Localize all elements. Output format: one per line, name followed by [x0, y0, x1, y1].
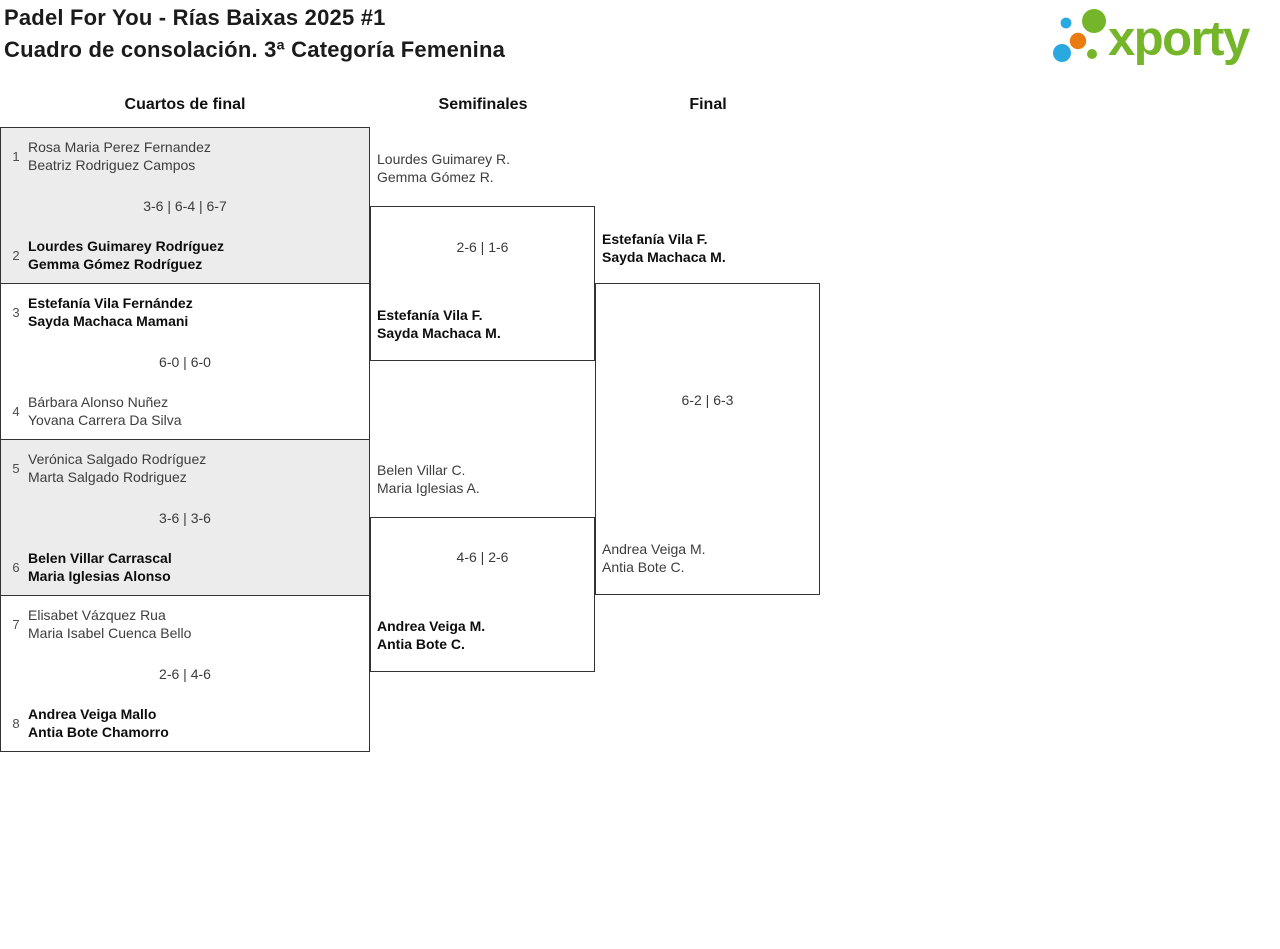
match-box-sf-2	[370, 517, 595, 672]
match-score: 3-6 | 6-4 | 6-7	[143, 197, 227, 214]
match-score: 2-6 | 4-6	[159, 665, 211, 682]
logo-wordmark: xporty	[1108, 12, 1250, 66]
team-slot: 8 Andrea Veiga Mallo Antia Bote Chamorro	[9, 705, 361, 741]
player-name: Lourdes Guimarey Rodríguez	[28, 238, 225, 254]
team-label: Lourdes Guimarey R. Gemma Gómez R.	[377, 150, 510, 186]
seed-number: 4	[12, 403, 20, 419]
team-slot: 5 Verónica Salgado Rodríguez Marta Salga…	[9, 450, 361, 486]
team-slot: 6 Belen Villar Carrascal Maria Iglesias …	[9, 549, 361, 585]
team-names: Bárbara Alonso Nuñez Yovana Carrera Da S…	[28, 393, 182, 429]
page-title: Padel For You - Rías Baixas 2025 #1 Cuad…	[4, 2, 505, 66]
player-name: Lourdes Guimarey R.	[377, 151, 511, 167]
team-slot: 3 Estefanía Vila Fernández Sayda Machaca…	[9, 294, 361, 330]
player-name: Estefanía Vila Fernández	[28, 295, 193, 311]
seed-number: 6	[12, 559, 20, 575]
team-slot: 2 Lourdes Guimarey Rodríguez Gemma Gómez…	[9, 237, 361, 273]
team-names: Estefanía Vila Fernández Sayda Machaca M…	[28, 294, 193, 330]
team-label: Andrea Veiga M. Antia Bote C.	[377, 617, 485, 653]
player-name: Sayda Machaca Mamani	[28, 313, 189, 329]
round-header-final: Final	[689, 96, 727, 113]
seed-number: 1	[12, 148, 20, 164]
team-names: Elisabet Vázquez Rua Maria Isabel Cuenca…	[28, 606, 191, 642]
seed-number: 2	[12, 247, 20, 263]
player-name: Beatriz Rodriguez Campos	[28, 157, 196, 173]
team-names: Verónica Salgado Rodríguez Marta Salgado…	[28, 450, 206, 486]
player-name: Estefanía Vila F.	[602, 231, 708, 247]
team-names: Lourdes Guimarey Rodríguez Gemma Gómez R…	[28, 237, 224, 273]
player-name: Belen Villar C.	[377, 462, 466, 478]
player-name: Andrea Veiga Mallo	[28, 706, 157, 722]
player-name: Maria Isabel Cuenca Bello	[28, 625, 192, 641]
match-score: 3-6 | 3-6	[159, 509, 211, 526]
team-names: Belen Villar Carrascal Maria Iglesias Al…	[28, 549, 172, 585]
team-slot: 7 Elisabet Vázquez Rua Maria Isabel Cuen…	[9, 606, 361, 642]
logo-dot-green-small	[1087, 49, 1097, 59]
match-score: 6-0 | 6-0	[159, 353, 211, 370]
player-name: Gemma Gómez R.	[377, 169, 494, 185]
logo-dot-blue-large	[1053, 44, 1071, 62]
match-box-qf-3: 5 Verónica Salgado Rodríguez Marta Salga…	[0, 439, 370, 596]
player-name: Yovana Carrera Da Silva	[28, 412, 182, 428]
seed-number: 7	[12, 616, 20, 632]
team-slot: 4 Bárbara Alonso Nuñez Yovana Carrera Da…	[9, 393, 361, 429]
tournament-title: Padel For You - Rías Baixas 2025 #1	[4, 5, 386, 30]
team-label: Estefanía Vila F. Sayda Machaca M.	[602, 230, 726, 266]
player-name: Verónica Salgado Rodríguez	[28, 451, 207, 467]
player-name: Bárbara Alonso Nuñez	[28, 394, 169, 410]
match-score: 2-6 | 1-6	[456, 239, 509, 255]
player-name: Marta Salgado Rodriguez	[28, 469, 187, 485]
player-name: Maria Iglesias Alonso	[28, 568, 171, 584]
round-header-quarterfinals: Cuartos de final	[124, 96, 246, 113]
round-header-semifinals: Semifinales	[438, 96, 528, 113]
logo-dot-blue-small	[1060, 17, 1072, 29]
player-name: Estefanía Vila F.	[377, 307, 483, 323]
player-name: Antia Bote C.	[377, 636, 465, 652]
logo-dot-orange	[1069, 32, 1087, 50]
player-name: Sayda Machaca M.	[377, 325, 501, 341]
player-name: Rosa Maria Perez Fernandez	[28, 139, 211, 155]
match-box-qf-2: 3 Estefanía Vila Fernández Sayda Machaca…	[0, 283, 370, 440]
player-name: Maria Iglesias A.	[377, 480, 480, 496]
player-name: Andrea Veiga M.	[377, 618, 486, 634]
team-label: Belen Villar C. Maria Iglesias A.	[377, 461, 480, 497]
team-names: Andrea Veiga Mallo Antia Bote Chamorro	[28, 705, 169, 741]
seed-number: 5	[12, 460, 20, 476]
match-box-qf-4: 7 Elisabet Vázquez Rua Maria Isabel Cuen…	[0, 595, 370, 752]
team-label: Andrea Veiga M. Antia Bote C.	[602, 540, 706, 576]
player-name: Andrea Veiga M.	[602, 541, 706, 557]
player-name: Antia Bote Chamorro	[28, 724, 169, 740]
match-score: 6-2 | 6-3	[681, 392, 734, 408]
team-slot: 1 Rosa Maria Perez Fernandez Beatriz Rod…	[9, 138, 361, 174]
match-box-sf-1	[370, 206, 595, 361]
match-box-final	[595, 283, 820, 595]
match-box-qf-1: 1 Rosa Maria Perez Fernandez Beatriz Rod…	[0, 127, 370, 284]
seed-number: 8	[12, 715, 20, 731]
draw-subtitle: Cuadro de consolación. 3ª Categoría Feme…	[4, 37, 506, 62]
seed-number: 3	[12, 304, 20, 320]
player-name: Antia Bote C.	[602, 559, 685, 575]
team-label: Estefanía Vila F. Sayda Machaca M.	[377, 306, 501, 342]
player-name: Gemma Gómez Rodríguez	[28, 256, 203, 272]
team-names: Rosa Maria Perez Fernandez Beatriz Rodri…	[28, 138, 211, 174]
xporty-logo: xporty	[1053, 9, 1252, 66]
player-name: Belen Villar Carrascal	[28, 550, 172, 566]
player-name: Sayda Machaca M.	[602, 249, 726, 265]
player-name: Elisabet Vázquez Rua	[28, 607, 166, 623]
logo-dot-green-large	[1082, 9, 1106, 33]
match-score: 4-6 | 2-6	[456, 549, 509, 565]
